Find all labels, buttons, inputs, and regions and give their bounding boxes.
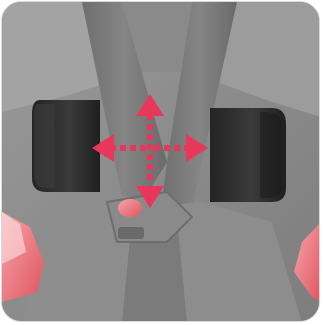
chest-pad-left (32, 100, 100, 192)
buckle-clip (118, 227, 144, 239)
illustration-frame (1, 1, 320, 322)
chest-pad-right (210, 108, 286, 202)
buckle-release-button (118, 199, 142, 217)
car-seat-harness-illustration (2, 2, 320, 322)
